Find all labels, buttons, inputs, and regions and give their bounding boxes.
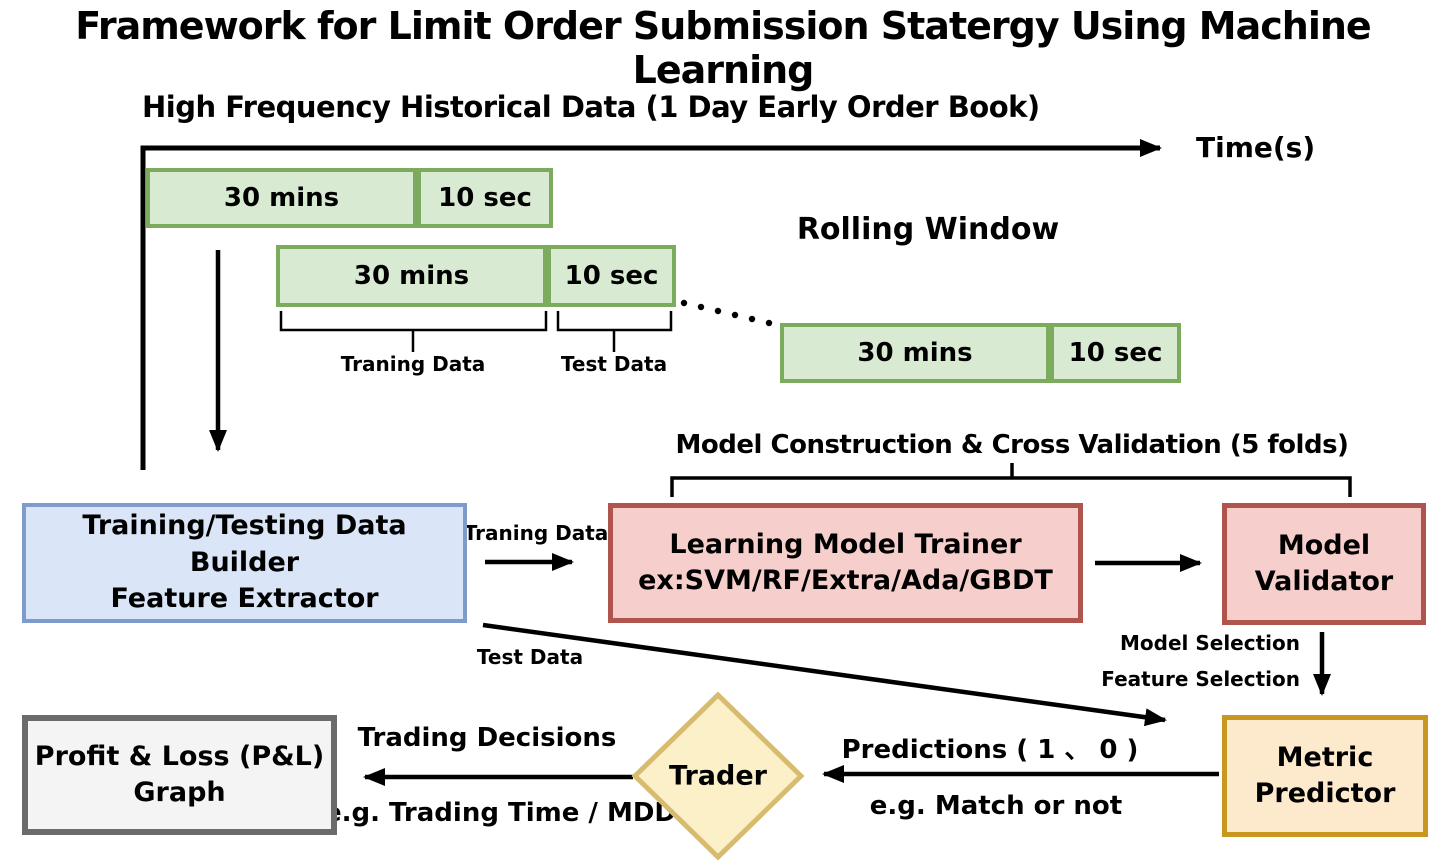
test-data-brace-label: Test Data bbox=[560, 352, 668, 376]
rolling-window-label: Rolling Window bbox=[796, 212, 1060, 247]
test-data-edge-label: Test Data bbox=[476, 645, 584, 669]
rolling-window-dots bbox=[680, 299, 773, 327]
model-trainer-node: Learning Model Trainer ex:SVM/RF/Extra/A… bbox=[608, 503, 1083, 623]
diagram-title: Framework for Limit Order Submission Sta… bbox=[75, 4, 1371, 92]
metric-predictor-node: Metric Predictor bbox=[1222, 715, 1428, 837]
test-window-box: 10 sec bbox=[547, 245, 676, 307]
train-window-box: 30 mins bbox=[276, 245, 547, 307]
train-window-box: 30 mins bbox=[146, 168, 417, 228]
model-construction-header: Model Construction & Cross Validation (5… bbox=[675, 430, 1349, 460]
test-window-box: 10 sec bbox=[417, 168, 553, 228]
data-builder-line2: Feature Extractor bbox=[110, 583, 379, 615]
pnl-graph-node: Profit & Loss (P&L) Graph bbox=[22, 715, 337, 835]
rolling-window-1: 30 mins 10 sec bbox=[146, 168, 553, 228]
training-data-brace bbox=[279, 311, 548, 352]
test-data-brace bbox=[556, 311, 673, 352]
model-validator-line1: Model bbox=[1277, 529, 1371, 561]
model-selection-label: Model Selection bbox=[1120, 631, 1300, 655]
pnl-line2: Graph bbox=[133, 777, 226, 808]
rolling-window-2: 30 mins 10 sec bbox=[276, 245, 676, 307]
match-edge-label: e.g. Match or not bbox=[869, 791, 1123, 821]
metric-predictor-line1: Metric bbox=[1276, 741, 1374, 773]
feature-selection-label: Feature Selection bbox=[1101, 667, 1300, 691]
test-window-box: 10 sec bbox=[1050, 323, 1181, 383]
historical-data-header: High Frequency Historical Data (1 Day Ea… bbox=[142, 90, 1040, 124]
predictions-edge-label: Predictions ( 1 、 0 ) bbox=[841, 735, 1139, 765]
model-validator-line2: Validator bbox=[1254, 566, 1394, 597]
model-validator-node: Model Validator bbox=[1222, 503, 1426, 625]
training-data-edge-label: Traning Data bbox=[463, 521, 609, 545]
cross-validation-bracket bbox=[670, 463, 1352, 497]
rolling-window-3: 30 mins 10 sec bbox=[780, 323, 1181, 383]
test-data-arrow bbox=[482, 622, 1167, 727]
data-builder-node: Training/Testing Data Builder Feature Ex… bbox=[22, 503, 467, 623]
data-builder-line1: Training/Testing Data Builder bbox=[82, 510, 407, 578]
training-data-brace-label: Traning Data bbox=[340, 352, 486, 376]
pnl-line1: Profit & Loss (P&L) bbox=[34, 740, 325, 772]
trading-decisions-edge-label: Trading Decisions bbox=[357, 723, 617, 753]
metric-predictor-line2: Predictor bbox=[1254, 778, 1396, 809]
model-trainer-line2: ex:SVM/RF/Extra/Ada/GBDT bbox=[638, 565, 1053, 596]
time-axis-label: Time(s) bbox=[1196, 131, 1316, 164]
train-window-box: 30 mins bbox=[780, 323, 1050, 383]
trading-time-edge-label: e.g. Trading Time / MDD bbox=[323, 798, 677, 828]
model-trainer-line1: Learning Model Trainer bbox=[669, 528, 1022, 560]
trader-node-label: Trader bbox=[669, 760, 767, 792]
